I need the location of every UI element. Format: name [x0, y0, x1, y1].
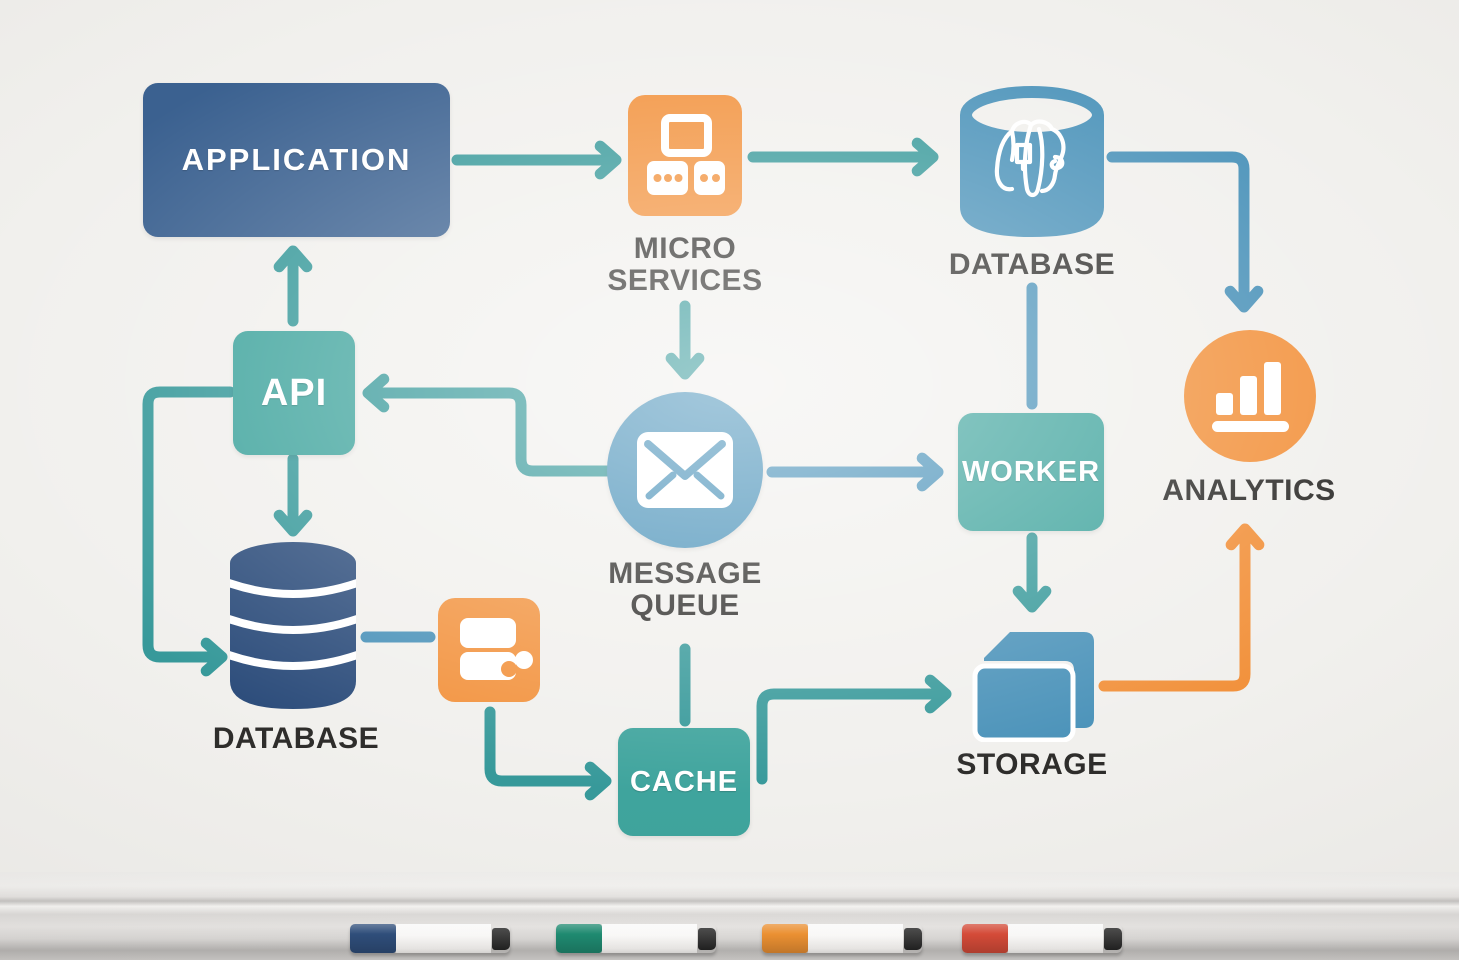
red-marker-tip	[1104, 927, 1122, 950]
orange-marker-tip	[904, 927, 922, 950]
node-cache: CACHE	[618, 728, 750, 836]
green-marker	[556, 924, 716, 953]
edge-cache-service-to-cache	[484, 706, 612, 801]
navy-marker-cap	[350, 924, 396, 953]
edge-api-to-database-bottom	[273, 453, 313, 537]
worker-label: WORKER	[961, 455, 1101, 488]
edge-database-top-to-analytics	[1106, 151, 1264, 313]
node-worker: WORKER	[958, 413, 1104, 531]
edge-microservices-to-database-top	[747, 137, 939, 177]
green-marker-body	[602, 924, 697, 953]
microservices-label: MICRO SERVICES	[607, 232, 763, 298]
green-marker-tip	[698, 927, 716, 950]
database-top-label: DATABASE	[948, 248, 1116, 281]
red-marker-body	[1008, 924, 1103, 953]
bar-chart-icon	[1183, 329, 1317, 463]
api-label: API	[260, 371, 328, 414]
storage-boxes-icon	[972, 630, 1102, 742]
red-marker	[962, 924, 1122, 953]
orange-marker	[762, 924, 922, 953]
edge-application-to-microservices	[451, 140, 622, 180]
cache-label: CACHE	[629, 765, 739, 798]
edge-storage-to-analytics	[1098, 523, 1265, 692]
navy-marker-tip	[492, 927, 510, 950]
green-marker-cap	[556, 924, 602, 953]
microservices-icon	[628, 95, 742, 216]
storage-label: STORAGE	[956, 748, 1108, 781]
edge-message-queue-to-api	[362, 373, 616, 477]
orange-marker-cap	[762, 924, 808, 953]
red-marker-cap	[962, 924, 1008, 953]
edge-api-loop-to-database-bottom	[142, 386, 236, 677]
orange-marker-body	[808, 924, 903, 953]
edge-api-to-application	[273, 245, 313, 327]
postgres-database-icon	[958, 85, 1106, 243]
message-queue-label: MESSAGE QUEUE	[608, 557, 762, 623]
edge-microservices-to-message-queue	[665, 300, 705, 380]
whiteboard-tray	[0, 872, 1459, 960]
analytics-label: ANALYTICS	[1162, 474, 1336, 507]
node-application: APPLICATION	[143, 83, 450, 237]
edge-message-queue-to-worker	[766, 452, 944, 492]
navy-marker	[350, 924, 510, 953]
application-label: APPLICATION	[181, 142, 412, 177]
database-bottom-label: DATABASE	[212, 722, 380, 755]
database-cylinder-icon	[228, 540, 358, 713]
edge-cache-to-storage	[756, 674, 952, 785]
envelope-icon	[607, 392, 763, 548]
memcached-icon	[438, 598, 540, 702]
node-api: API	[233, 331, 355, 455]
navy-marker-body	[396, 924, 491, 953]
edge-worker-to-storage	[1012, 532, 1052, 613]
